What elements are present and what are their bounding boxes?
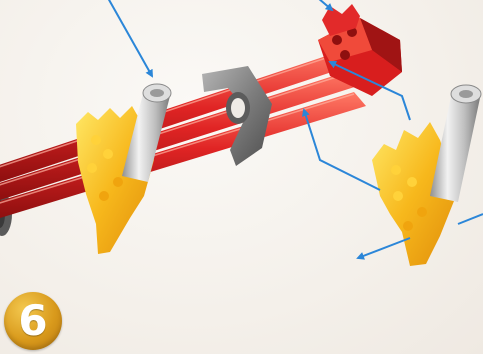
- blue-arrow-icon: [458, 214, 483, 224]
- blue-arrow-icon: [318, 0, 332, 10]
- step-number: 6: [18, 300, 47, 342]
- blue-arrow-icon: [108, 0, 152, 76]
- blue-arrow-icon: [304, 110, 380, 190]
- red-rod-middle: [0, 70, 364, 200]
- step-number-badge: 6: [4, 292, 62, 350]
- blue-arrow-icon: [358, 238, 410, 258]
